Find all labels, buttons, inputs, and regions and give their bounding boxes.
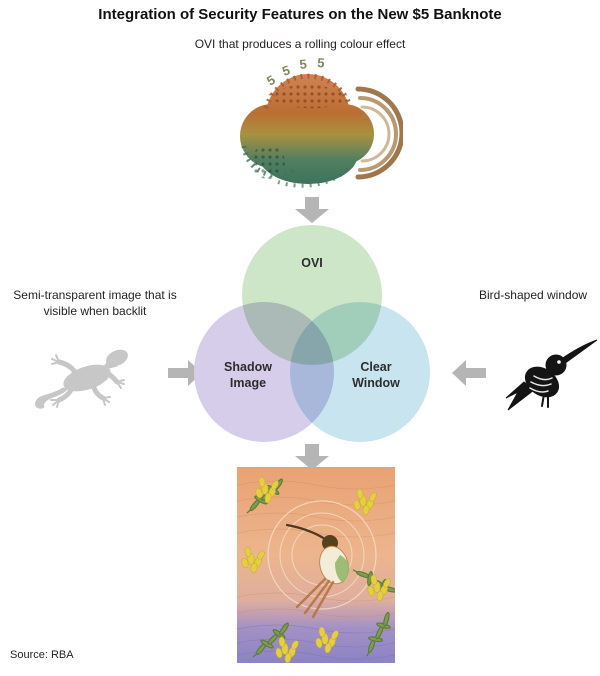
shadow-image-caption: Semi-transparent image that is visible w… xyxy=(13,288,177,319)
ovi-digit: 5 xyxy=(317,56,325,70)
arrow-right-icon xyxy=(168,360,202,386)
gecko-silhouette-image xyxy=(35,349,128,409)
clear-window-caption: Bird-shaped window xyxy=(478,288,588,302)
arrow-left-icon xyxy=(452,360,486,386)
venn-label-ovi: OVI xyxy=(301,256,323,270)
bird-silhouette-image xyxy=(505,339,598,411)
ovi-digit: 5 xyxy=(280,62,292,79)
ovi-blob xyxy=(240,73,374,188)
arrow-down-icon xyxy=(295,444,329,470)
venn-circle-ovi xyxy=(242,225,382,365)
ovi-digit: 5 xyxy=(264,72,278,89)
venn-label-clear-window: Clear Window xyxy=(352,360,400,390)
arrow-down-icon xyxy=(295,197,329,223)
page-title: Integration of Security Features on the … xyxy=(98,6,502,23)
banknote-swirl xyxy=(267,500,377,610)
banknote-image xyxy=(237,467,395,664)
ovi-caption: OVI that produces a rolling colour effec… xyxy=(194,37,406,51)
ovi-digit: 5 xyxy=(299,56,308,72)
source-note: Source: RBA xyxy=(10,649,74,661)
banknote-bird xyxy=(285,523,350,619)
ovi-arc-stripes xyxy=(355,86,403,180)
venn-label-shadow-image: Shadow Image xyxy=(224,360,272,390)
ovi-swatch-image: 5 5 5 5 xyxy=(240,56,403,188)
